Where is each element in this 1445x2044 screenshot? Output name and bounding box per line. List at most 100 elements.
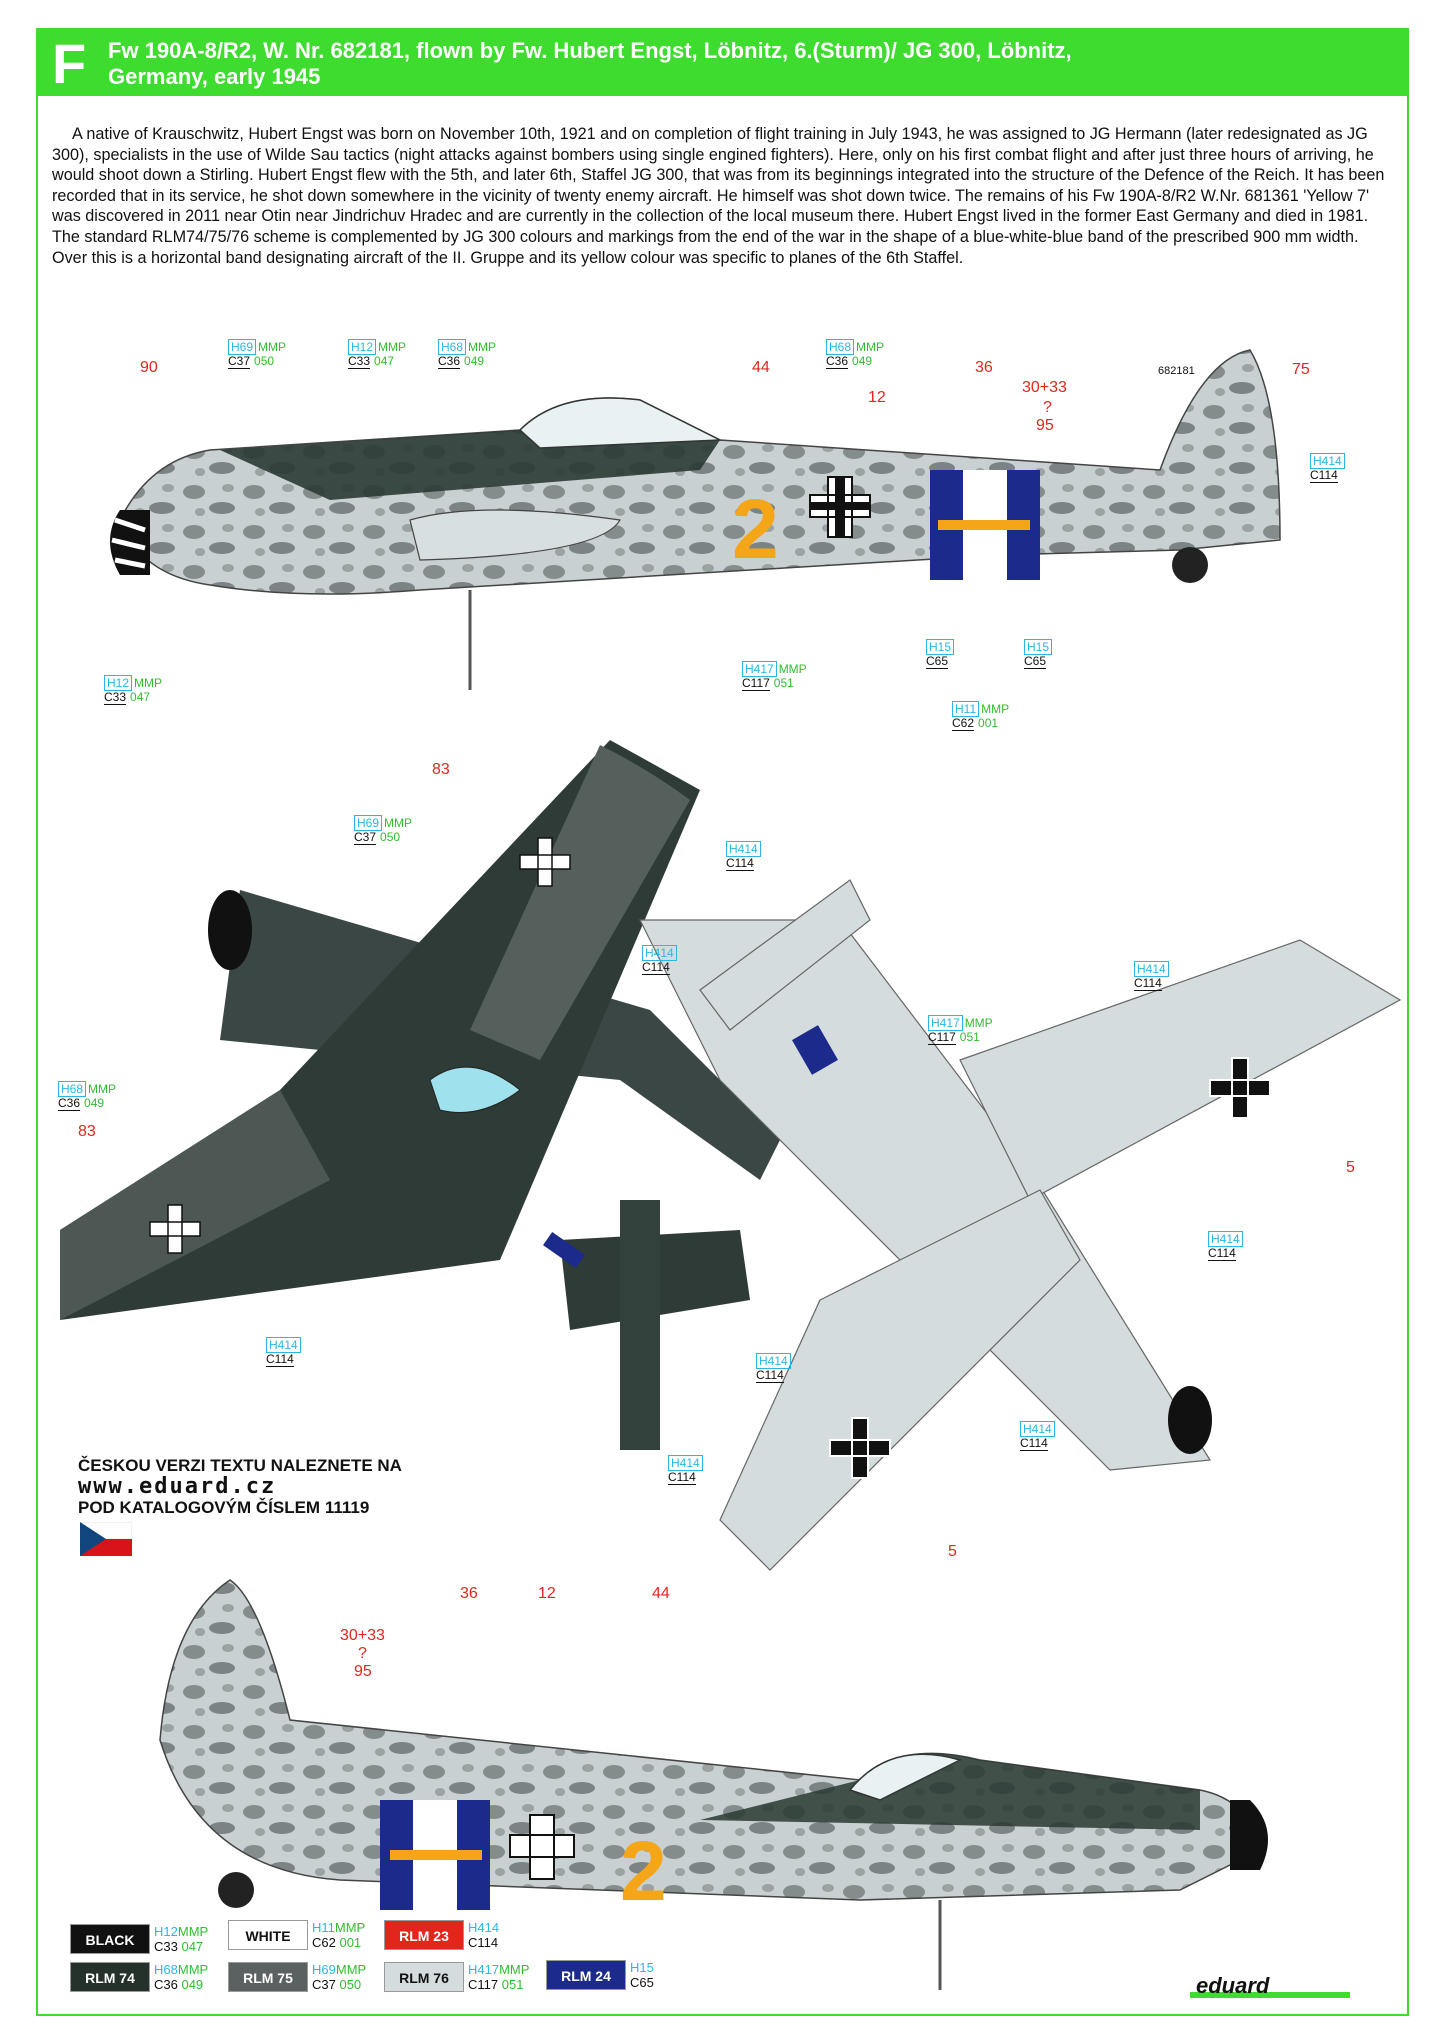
callout-h-code: H414	[668, 1455, 703, 1471]
ref-95: 95	[1036, 417, 1054, 434]
callout-c-code: C36	[58, 1096, 81, 1111]
callout-c-row: C114	[1310, 468, 1347, 483]
callout-c-code: C114	[1310, 468, 1338, 483]
callout-c-code: C117	[928, 1030, 956, 1045]
legend-swatch: RLM 74	[70, 1962, 150, 1992]
ref-83-top: 83	[432, 761, 450, 778]
czech-note-line2: POD KATALOGOVÝM ČÍSLEM 11119	[78, 1498, 370, 1517]
brand-text: eduard	[1196, 1976, 1270, 1998]
legend-mmp: MMP	[334, 1920, 366, 1935]
callout-c-code: C37	[354, 830, 377, 845]
ref-83-left: 83	[78, 1123, 96, 1140]
callout-hobby-row: H15	[926, 639, 956, 655]
callout-mmp-number: 047	[374, 354, 395, 368]
callout-mmp-number: 049	[464, 354, 485, 368]
callout-c-row: C114	[1208, 1246, 1245, 1261]
ref-36: 36	[975, 359, 993, 376]
legend-mmp: MMP	[177, 1962, 209, 1977]
callout-c-code: C114	[668, 1470, 696, 1485]
side-view-right	[159, 1579, 1268, 1990]
ref-44: 44	[752, 359, 770, 376]
callout-h-code: H414	[756, 1353, 791, 1369]
legend-h-code: H15	[630, 1960, 654, 1975]
callout-c-row: C65	[926, 654, 956, 669]
legend-mmp-number: 050	[335, 1977, 362, 1992]
callout-c-code: C114	[756, 1368, 784, 1383]
legend-c-code: C65	[630, 1975, 654, 1990]
callout-hobby-row: H414	[726, 841, 763, 857]
callout-h-code: H69	[354, 815, 383, 831]
profile-letter: F	[52, 32, 87, 95]
top-view	[60, 740, 780, 1450]
callout-mmp-number: 050	[254, 354, 275, 368]
legend-c-code: C117	[468, 1977, 499, 1992]
eduard-logo-icon: eduard	[1190, 1976, 1350, 1998]
callout-c-row: C114	[266, 1352, 303, 1367]
callout-c-row: C114	[642, 960, 679, 975]
legend-h-code: H12	[154, 1924, 178, 1939]
callout-mmp: MMP	[981, 702, 1010, 716]
legend-c-code: C36	[154, 1977, 178, 1992]
legend-swatch: RLM 76	[384, 1962, 464, 1992]
callout-h-code: H417	[742, 661, 777, 677]
legend-mmp-number: 049	[177, 1977, 204, 1992]
legend-swatch: BLACK	[70, 1924, 150, 1954]
ref-36-right: 36	[460, 1585, 478, 1602]
callout-c-code: C114	[266, 1352, 294, 1367]
callout-c-code: C33	[104, 690, 127, 705]
callout-h-code: H414	[1310, 453, 1345, 469]
callout-h-code: H414	[1208, 1231, 1243, 1247]
legend-mmp: MMP	[177, 1924, 209, 1939]
werknummer-stencil: 682181	[1158, 365, 1195, 377]
ref-5-right: 5	[1346, 1159, 1355, 1176]
ref-12-right: 12	[538, 1585, 556, 1602]
callout-mmp: MMP	[964, 1016, 993, 1030]
callout-c-code: C62	[952, 716, 975, 731]
history-text: A native of Krauschwitz, Hubert Engst wa…	[52, 125, 1385, 267]
callout-c-code: C117	[742, 676, 770, 691]
legend-h-code: H414	[468, 1920, 500, 1935]
callout-h-code: H414	[1134, 961, 1169, 977]
legend-swatch: RLM 23	[384, 1920, 464, 1950]
callout-mmp-number: 050	[380, 830, 401, 844]
callout-hobby-row: H414	[668, 1455, 705, 1471]
callout-h-code: H12	[104, 675, 133, 691]
callout-c-code: C114	[1134, 976, 1162, 991]
legend-mmp-number: 001	[335, 1935, 362, 1950]
legend-h-code: H68	[154, 1962, 178, 1977]
callout-c-code: C114	[1208, 1246, 1236, 1261]
ref-12: 12	[868, 389, 886, 406]
callout-mmp: MMP	[134, 676, 163, 690]
legend-swatch: RLM 75	[228, 1962, 308, 1992]
callout-mmp: MMP	[856, 340, 885, 354]
callout-hobby-row: H414	[642, 945, 679, 961]
callout-h-code: H417	[928, 1015, 963, 1031]
czech-note-url: www.eduard.cz	[78, 1474, 277, 1499]
callout-c-row: C114	[668, 1470, 705, 1485]
callout-hobby-row: H414	[1310, 453, 1347, 469]
